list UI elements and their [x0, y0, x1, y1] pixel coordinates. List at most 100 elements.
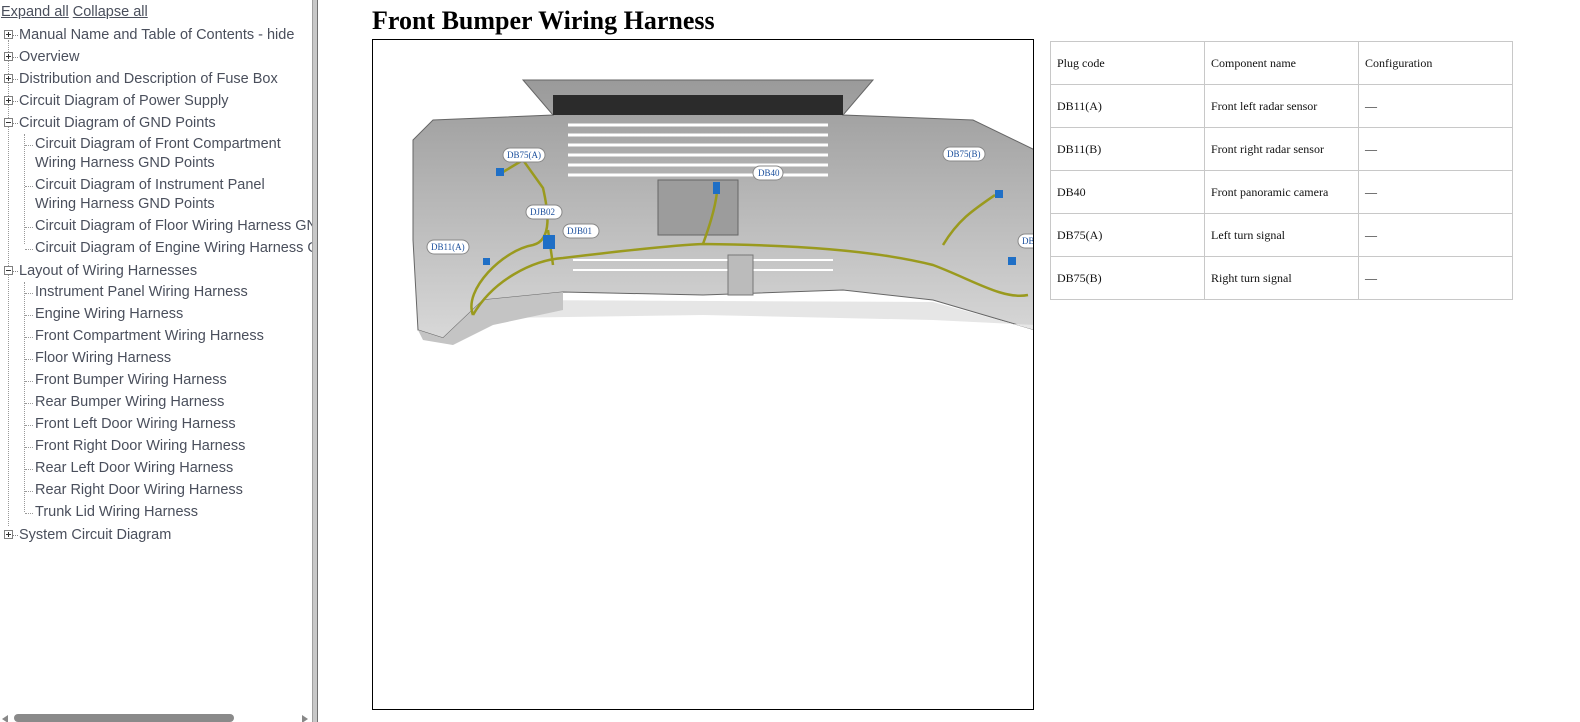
cell-plug-code: DB40 [1050, 170, 1205, 214]
callout-db75a: DB75(A) [502, 147, 546, 163]
collapse-icon[interactable] [4, 118, 13, 127]
callout-label: DB40 [758, 168, 780, 178]
frame-splitter[interactable] [312, 0, 318, 722]
callout-label: DB11(A) [431, 242, 465, 252]
harness-diagram: DB75(A) DB40 DB75(B) DJB02 DJB01 DB11(A)… [372, 39, 1034, 710]
callout-db40: DB40 [752, 165, 784, 181]
tree-item-rear-right-door[interactable]: Rear Right Door Wiring Harness [0, 480, 312, 502]
callout-label: DB75(A) [507, 150, 541, 160]
expand-icon[interactable] [4, 30, 13, 39]
expand-icon[interactable] [4, 96, 13, 105]
node-label: Front Left Door Wiring Harness [35, 416, 236, 432]
expand-icon[interactable] [4, 52, 13, 61]
node-label: Rear Bumper Wiring Harness [35, 394, 225, 410]
node-label: Rear Right Door Wiring Harness [35, 482, 243, 498]
scrollbar-thumb[interactable] [14, 714, 234, 722]
tree-item-front-compartment-gnd[interactable]: Circuit Diagram of Front Compartment Wir… [0, 134, 295, 175]
node-label: Rear Left Door Wiring Harness [35, 460, 234, 476]
table-row: DB11(A)Front left radar sensor— [1050, 84, 1513, 128]
tree-item-instrument-panel-gnd[interactable]: Circuit Diagram of Instrument Panel Wiri… [0, 175, 295, 216]
callout-label: DB11(B) [1022, 236, 1034, 246]
cell-component-name: Right turn signal [1204, 256, 1359, 300]
tree-node-manual-name[interactable]: Manual Name and Table of Contents - hide [0, 24, 312, 46]
node-label: System Circuit Diagram [19, 527, 172, 543]
tree-node-power-supply[interactable]: Circuit Diagram of Power Supply [0, 90, 312, 112]
header-plug-code: Plug code [1050, 41, 1205, 85]
tree-controls: Expand all Collapse all [1, 4, 148, 20]
callout-label: DJB02 [530, 207, 555, 217]
node-label: Circuit Diagram of Floor Wiring Harness … [35, 218, 312, 234]
callout-label: DJB01 [567, 226, 592, 236]
connector-icons [483, 168, 1016, 265]
callout-db11a: DB11(A) [426, 239, 470, 255]
cell-component-name: Left turn signal [1204, 213, 1359, 257]
tree-item-floor-gnd[interactable]: Circuit Diagram of Floor Wiring Harness … [0, 216, 312, 238]
node-label: Front Compartment Wiring Harness [35, 328, 264, 344]
callout-djb01: DJB01 [562, 223, 600, 239]
tree-item-front-bumper[interactable]: Front Bumper Wiring Harness [0, 370, 312, 392]
tree-item-rear-left-door[interactable]: Rear Left Door Wiring Harness [0, 458, 312, 480]
cell-component-name: Front right radar sensor [1204, 127, 1359, 171]
tree-item-engine[interactable]: Engine Wiring Harness [0, 304, 312, 326]
header-component-name: Component name [1204, 41, 1359, 85]
scroll-right-arrow-icon[interactable] [302, 715, 308, 722]
tree-item-floor[interactable]: Floor Wiring Harness [0, 348, 312, 370]
collapse-all-link[interactable]: Collapse all [72, 4, 148, 20]
node-label: Front Bumper Wiring Harness [35, 372, 227, 388]
tree-node-fuse-box[interactable]: Distribution and Description of Fuse Box [0, 68, 312, 90]
node-label: Layout of Wiring Harnesses [19, 263, 198, 279]
callout-db11b: DB11(B) [1017, 233, 1034, 249]
header-configuration: Configuration [1358, 41, 1513, 85]
scroll-left-arrow-icon[interactable] [2, 715, 8, 722]
plug-table: Plug code Component name Configuration D… [1050, 41, 1513, 300]
sidebar-tree: Expand all Collapse all Manual Name and … [0, 0, 312, 722]
cell-configuration: — [1358, 127, 1513, 171]
cell-plug-code: DB11(A) [1050, 84, 1205, 128]
tree-node-system-circuit[interactable]: System Circuit Diagram [0, 524, 312, 546]
cell-configuration: — [1358, 213, 1513, 257]
tree-item-front-compartment[interactable]: Front Compartment Wiring Harness [0, 326, 312, 348]
toc-tree: Manual Name and Table of Contents - hide… [0, 24, 312, 546]
callout-label: DB75(B) [947, 149, 981, 159]
tree-item-instrument-panel[interactable]: Instrument Panel Wiring Harness [0, 282, 312, 304]
node-label: Instrument Panel Wiring Harness [35, 284, 248, 300]
node-label: Distribution and Description of Fuse Box [19, 71, 278, 87]
callout-djb02: DJB02 [525, 204, 563, 220]
cell-component-name: Front panoramic camera [1204, 170, 1359, 214]
collapse-icon[interactable] [4, 266, 13, 275]
horizontal-scrollbar[interactable] [0, 712, 312, 722]
expand-all-link[interactable]: Expand all [1, 4, 69, 20]
tree-node-layout-harnesses[interactable]: Layout of Wiring Harnesses [0, 260, 312, 282]
tree-item-engine-gnd[interactable]: Circuit Diagram of Engine Wiring Harness… [0, 238, 312, 260]
table-row: DB11(B)Front right radar sensor— [1050, 127, 1513, 171]
node-label: Circuit Diagram of Front Compartment Wir… [35, 136, 281, 171]
node-label: Circuit Diagram of Instrument Panel Wiri… [35, 177, 265, 212]
cell-configuration: — [1358, 84, 1513, 128]
node-label: Floor Wiring Harness [35, 350, 172, 366]
page-title: Front Bumper Wiring Harness [372, 6, 715, 35]
node-label: Front Right Door Wiring Harness [35, 438, 246, 454]
tree-item-front-right-door[interactable]: Front Right Door Wiring Harness [0, 436, 312, 458]
tree-item-front-left-door[interactable]: Front Left Door Wiring Harness [0, 414, 312, 436]
node-label: Trunk Lid Wiring Harness [35, 504, 199, 520]
node-label: Engine Wiring Harness [35, 306, 184, 322]
node-label: Circuit Diagram of Engine Wiring Harness… [35, 240, 312, 256]
cell-plug-code: DB75(B) [1050, 256, 1205, 300]
bumper-illustration: DB75(A) DB40 DB75(B) DJB02 DJB01 DB11(A)… [412, 79, 1034, 345]
node-label: Circuit Diagram of Power Supply [19, 93, 229, 109]
tree-node-gnd-points[interactable]: Circuit Diagram of GND Points [0, 112, 312, 134]
cell-configuration: — [1358, 256, 1513, 300]
cell-plug-code: DB11(B) [1050, 127, 1205, 171]
table-row: DB75(A)Left turn signal— [1050, 213, 1513, 257]
tree-item-trunk-lid[interactable]: Trunk Lid Wiring Harness [0, 502, 312, 524]
node-label: Manual Name and Table of Contents - hide [19, 27, 295, 43]
callout-db75b: DB75(B) [942, 146, 986, 162]
table-row: DB75(B)Right turn signal— [1050, 256, 1513, 300]
expand-icon[interactable] [4, 74, 13, 83]
cell-component-name: Front left radar sensor [1204, 84, 1359, 128]
table-header-row: Plug code Component name Configuration [1050, 41, 1513, 85]
tree-item-rear-bumper[interactable]: Rear Bumper Wiring Harness [0, 392, 312, 414]
expand-icon[interactable] [4, 530, 13, 539]
tree-node-overview[interactable]: Overview [0, 46, 312, 68]
